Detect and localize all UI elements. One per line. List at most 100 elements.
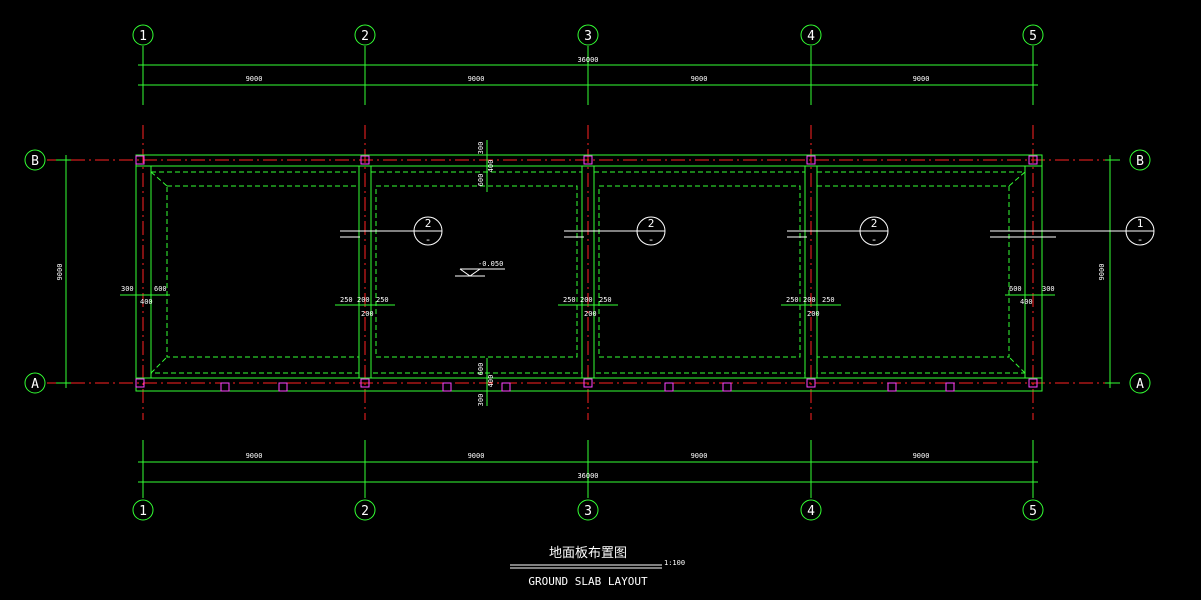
dim-bot-300: 300: [477, 394, 485, 407]
dim-span-top-1: 9000: [246, 75, 263, 83]
dim-span-bot-3: 9000: [691, 452, 708, 460]
dim-250: 250: [599, 296, 612, 304]
drawing-title-en: GROUND SLAB LAYOUT: [528, 575, 648, 588]
axis-label: 2: [361, 504, 369, 519]
axis-label: 4: [807, 29, 815, 44]
axis-label: 2: [361, 29, 369, 44]
section-mark-sub: -: [1137, 233, 1144, 246]
section-mark-number: 2: [425, 217, 432, 230]
dim-200: 200: [580, 296, 593, 304]
top-column-bubbles: 1 2 3 4 5: [132, 24, 1044, 46]
dim-total-bottom: 36000: [577, 472, 598, 480]
dim-200: 200: [803, 296, 816, 304]
top-dimensions: 36000 9000 9000 9000 9000: [138, 56, 1038, 86]
axis-bubble-top-2: 2: [354, 24, 376, 46]
dim-top-400: 400: [487, 160, 495, 173]
axis-bubble-bot-4: 4: [800, 499, 822, 521]
axis-bubble-bot-3: 3: [577, 499, 599, 521]
axis-bubble-bot-5: 5: [1022, 499, 1044, 521]
dim-250: 250: [786, 296, 799, 304]
edge-pad: [887, 382, 897, 392]
axis-label: 4: [807, 504, 815, 519]
dim-span-bot-4: 9000: [913, 452, 930, 460]
elevation-mark: -0.050: [455, 260, 505, 277]
axis-label: 5: [1029, 29, 1037, 44]
beam-dims-3: 250 200 250 200: [558, 296, 618, 318]
axis-label: A: [31, 377, 39, 392]
dim-200: 200: [807, 310, 820, 318]
section-mark-2: 2 -: [564, 216, 666, 246]
axis-label: A: [1136, 377, 1144, 392]
section-mark-sub: -: [648, 233, 655, 246]
section-mark-number: 2: [648, 217, 655, 230]
axis-label: 3: [584, 29, 592, 44]
section-mark-3: 2 -: [787, 216, 889, 246]
dim-200: 200: [584, 310, 597, 318]
dim-right-400: 400: [1020, 298, 1033, 306]
axis-bubble-right-B: B: [1129, 149, 1151, 171]
column-pad: [360, 378, 370, 388]
dim-span-top-3: 9000: [691, 75, 708, 83]
row-grid-lines: [47, 159, 1120, 384]
edge-pad: [220, 382, 230, 392]
column-pad: [806, 378, 816, 388]
axis-label: B: [1136, 154, 1144, 169]
dim-250: 250: [563, 296, 576, 304]
bottom-dimensions: 9000 9000 9000 9000 36000: [138, 452, 1038, 483]
dim-top-600: 600: [477, 174, 485, 187]
bay-1: [150, 171, 360, 374]
edge-pad: [278, 382, 288, 392]
drawing-scale: 1:100: [664, 559, 685, 567]
column-pad: [135, 155, 145, 165]
dim-span-top-2: 9000: [468, 75, 485, 83]
dim-200: 200: [357, 296, 370, 304]
axis-label: 5: [1029, 504, 1037, 519]
dim-top-300: 300: [477, 142, 485, 155]
axis-label: 1: [139, 29, 147, 44]
dim-250: 250: [376, 296, 389, 304]
axis-label: 1: [139, 504, 147, 519]
dim-250: 250: [822, 296, 835, 304]
edge-pad: [442, 382, 452, 392]
bay-3: [593, 171, 806, 374]
title-block: 地面板布置图 1:100 GROUND SLAB LAYOUT: [510, 546, 685, 588]
section-mark-1: 2 -: [340, 216, 443, 246]
section-mark-4: 1 -: [990, 216, 1155, 246]
dim-200: 200: [361, 310, 374, 318]
column-grid-lines: [142, 46, 1034, 498]
column-pad: [806, 155, 816, 165]
column-pad: [1028, 378, 1038, 388]
dim-bot-400: 400: [487, 375, 495, 388]
dim-right-300: 300: [1042, 285, 1055, 293]
dim-left-300: 300: [121, 285, 134, 293]
dim-right-600: 600: [1009, 285, 1022, 293]
dim-vertical-left: 9000: [56, 264, 64, 281]
column-pads: [135, 155, 1038, 392]
edge-pad: [722, 382, 732, 392]
section-marks: 2 - 2 - 2 - 1 -: [340, 216, 1155, 246]
axis-bubble-right-A: A: [1129, 372, 1151, 394]
axis-bubble-top-3: 3: [577, 24, 599, 46]
section-mark-number: 1: [1137, 217, 1144, 230]
axis-bubble-bot-1: 1: [132, 499, 154, 521]
drawing-title-cn: 地面板布置图: [549, 546, 627, 561]
dim-total-top: 36000: [577, 56, 598, 64]
column-pad: [1028, 155, 1038, 165]
column-pad: [583, 155, 593, 165]
section-mark-sub: -: [871, 233, 878, 246]
dim-vertical-right: 9000: [1098, 264, 1106, 281]
slab-bays: [150, 166, 1026, 378]
section-mark-sub: -: [425, 233, 432, 246]
dim-span-top-4: 9000: [913, 75, 930, 83]
dim-left-400: 400: [140, 298, 153, 306]
bottom-column-bubbles: 1 2 3 4 5: [132, 499, 1044, 521]
bay-4: [816, 171, 1026, 374]
edge-pad: [501, 382, 511, 392]
axis-bubble-left-A: A: [24, 372, 46, 394]
dim-bot-600: 600: [477, 363, 485, 376]
detail-dimensions: 300 400 600 600 400 300 300 400 600 600 …: [120, 140, 1055, 406]
column-pad: [360, 155, 370, 165]
axis-bubble-top-1: 1: [132, 24, 154, 46]
elevation-value: -0.050: [478, 260, 503, 268]
